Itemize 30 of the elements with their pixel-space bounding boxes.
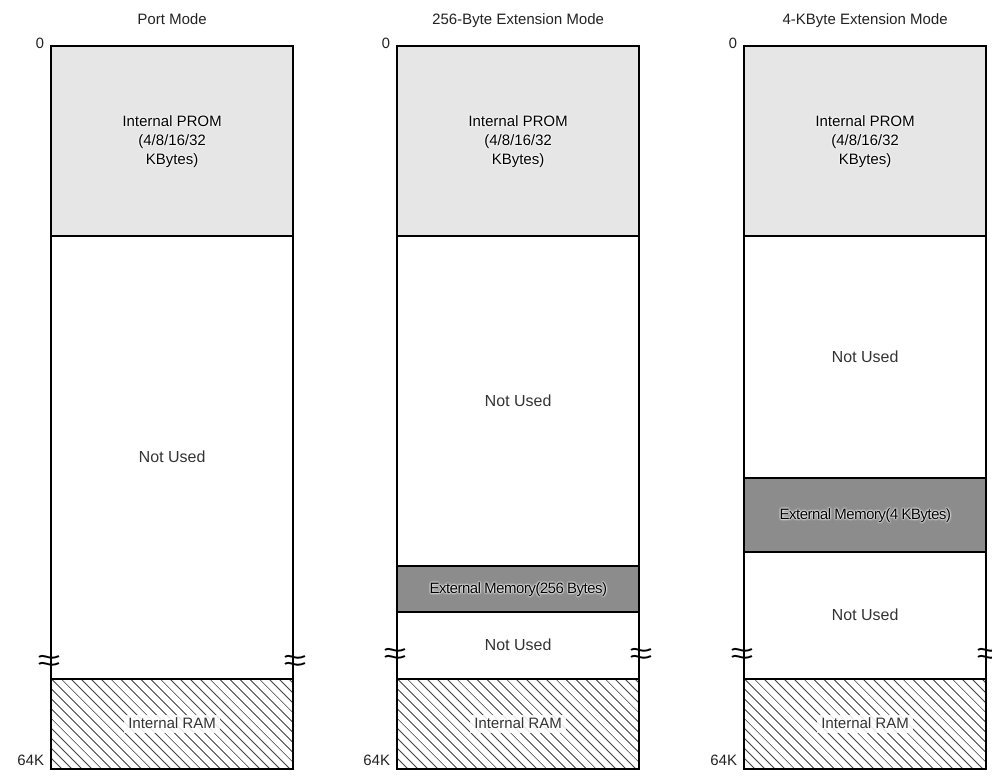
external-memory-region — [398, 565, 638, 612]
region-label: Not Used — [832, 606, 898, 626]
region-label: Internal RAM — [470, 714, 566, 734]
region-label: Not Used — [138, 448, 206, 468]
address-label: 0 — [728, 34, 737, 54]
region-label: Not Used — [832, 348, 898, 368]
column-heading: 256-Byte Extension Mode — [432, 10, 604, 30]
external-memory-region — [745, 477, 985, 552]
region-label: Not Used — [484, 636, 552, 656]
ram-region — [745, 678, 985, 768]
address-label: 64K — [710, 750, 737, 770]
region-label: Internal PROM (4/8/16/32 KBytes) — [467, 113, 569, 170]
region-label: Internal PROM (4/8/16/32 KBytes) — [814, 113, 916, 170]
ram-region — [52, 678, 292, 768]
column-heading: 4-KByte Extension Mode — [782, 10, 948, 30]
column-heading: Port Mode — [137, 10, 207, 30]
region-label: External Memory(4 KBytes) — [780, 506, 950, 525]
ram-region — [398, 678, 638, 768]
address-label: 0 — [382, 34, 390, 54]
region-label: Not Used — [484, 392, 552, 412]
address-label: 64K — [17, 750, 44, 770]
region-label: External Memory(256 Bytes) — [429, 580, 607, 599]
prom-region — [52, 47, 292, 236]
address-label: 64K — [363, 750, 390, 770]
address-label: 0 — [36, 34, 44, 54]
region-label: Internal RAM — [124, 714, 220, 734]
region-label: Internal RAM — [817, 714, 913, 734]
region-label: Internal PROM (4/8/16/32 KBytes) — [121, 113, 223, 170]
prom-region — [745, 47, 985, 236]
prom-region — [398, 47, 638, 236]
